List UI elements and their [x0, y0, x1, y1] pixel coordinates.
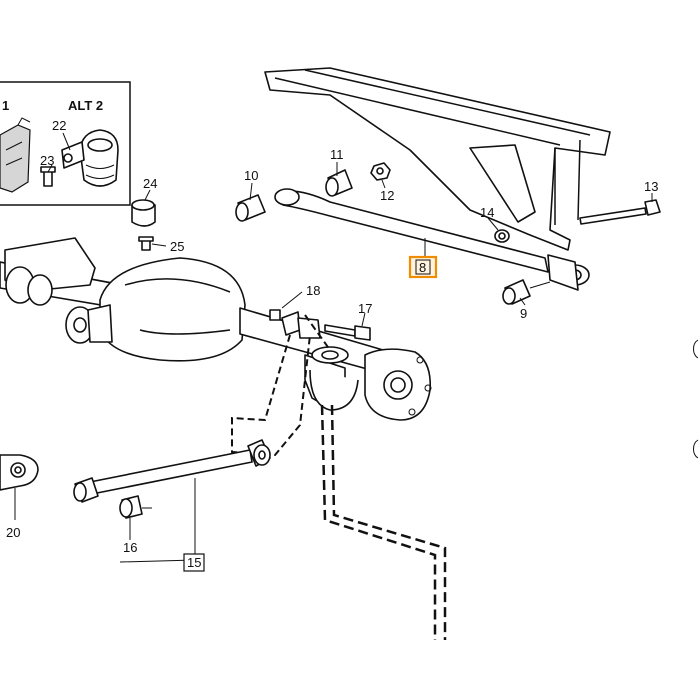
washer-14 — [494, 229, 510, 243]
callout-18: 18 — [306, 283, 320, 298]
callout-14: 14 — [480, 205, 494, 220]
callout-16: 16 — [123, 540, 137, 555]
bolt-13 — [579, 199, 661, 225]
chassis-bracket — [264, 67, 611, 251]
callout-22: 22 — [52, 118, 66, 133]
callout-25: 25 — [170, 239, 184, 254]
callout-24: 24 — [143, 176, 157, 191]
edge-mark-1 — [693, 339, 699, 359]
callout-15-box: 15 — [183, 553, 205, 572]
callout-15: 15 — [187, 555, 201, 570]
upper-control-rod — [274, 188, 590, 291]
bushing-10 — [235, 194, 266, 222]
nut-12 — [370, 162, 391, 181]
lower-control-rod — [73, 439, 271, 519]
bushing-24 — [131, 199, 156, 227]
bolt-25 — [138, 236, 154, 251]
callout-9: 9 — [520, 306, 527, 321]
callout-11: 11 — [330, 147, 344, 162]
callout-20: 20 — [6, 525, 20, 540]
inset-label-alt1: 1 — [2, 98, 9, 113]
strap-bracket — [281, 311, 301, 336]
ghost-outlines — [231, 314, 447, 640]
strap-bracket-2 — [297, 317, 321, 339]
inset-label-alt2: ALT 2 — [68, 98, 103, 113]
alternative-inset: 1 ALT 2 — [0, 81, 131, 206]
callout-13: 13 — [644, 179, 658, 194]
callout-23: 23 — [40, 153, 54, 168]
callout-10: 10 — [244, 168, 258, 183]
callout-8-box: 8 — [408, 255, 438, 279]
callout-8: 8 — [419, 260, 426, 275]
bushing-11 — [325, 169, 353, 197]
bolt-18 — [269, 309, 281, 321]
bolt-17 — [324, 324, 371, 341]
bracket-20 — [0, 454, 39, 491]
callout-12: 12 — [380, 188, 394, 203]
edge-mark-2 — [693, 439, 699, 459]
rear-axle — [0, 237, 432, 421]
bushing-9 — [502, 279, 551, 305]
callout-17: 17 — [358, 301, 372, 316]
